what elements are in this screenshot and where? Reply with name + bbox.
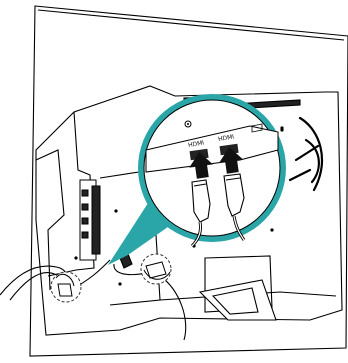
- cable-clip-left: [51, 272, 81, 302]
- cable-clip-right: [141, 254, 171, 284]
- zoom-callout: [138, 94, 286, 242]
- side-io-port-strip: [80, 180, 100, 260]
